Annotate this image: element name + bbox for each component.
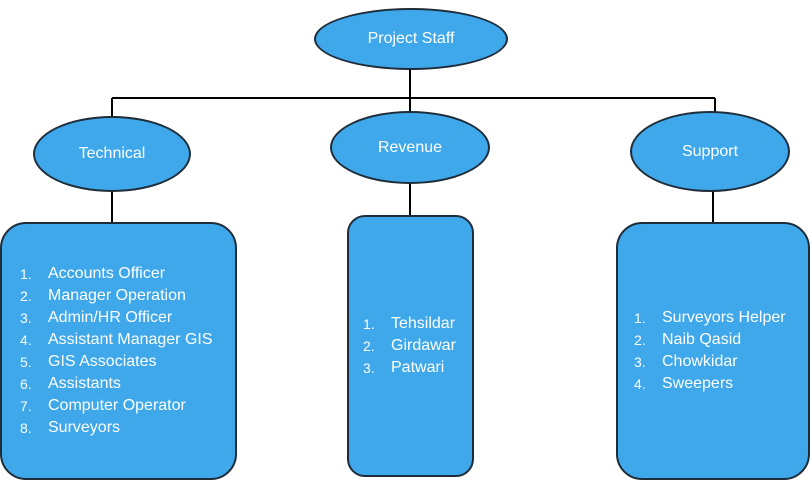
- list-item: 3.Chowkidar: [634, 353, 738, 370]
- revenue-list: 1.Tehsildar 2.Girdawar 3.Patwari: [363, 313, 456, 379]
- list-item: 8.Surveyors: [20, 419, 121, 436]
- list-item: 6.Assistants: [20, 375, 121, 392]
- list-item: 2.Manager Operation: [20, 287, 186, 304]
- category-label: Support: [681, 142, 739, 160]
- root-label: Project Staff: [367, 30, 455, 47]
- list-box-technical: 1.Accounts Officer 2.Manager Operation 3…: [0, 222, 237, 480]
- list-item: 4.Assistant Manager GIS: [20, 331, 213, 348]
- category-label: Revenue: [377, 138, 443, 156]
- category-technical: Technical: [33, 116, 191, 192]
- technical-list: 1.Accounts Officer 2.Manager Operation 3…: [20, 263, 213, 439]
- root-node: Project Staff: [314, 8, 508, 70]
- category-support: Support: [630, 111, 790, 192]
- category-revenue: Revenue: [330, 111, 490, 184]
- list-item: 1.Accounts Officer: [20, 265, 166, 282]
- list-item: 2.Naib Qasid: [634, 331, 742, 348]
- support-list: 1.Surveyors Helper 2.Naib Qasid 3.Chowki…: [634, 307, 786, 395]
- list-item: 7.Computer Operator: [20, 397, 186, 414]
- list-item: 4.Sweepers: [634, 375, 734, 392]
- category-label: Technical: [78, 145, 146, 162]
- list-item: 3.Admin/HR Officer: [20, 309, 173, 326]
- list-box-support: 1.Surveyors Helper 2.Naib Qasid 3.Chowki…: [616, 222, 810, 480]
- list-item: 1.Surveyors Helper: [634, 309, 786, 326]
- list-item: 5.GIS Associates: [20, 353, 157, 370]
- list-box-revenue: 1.Tehsildar 2.Girdawar 3.Patwari: [347, 215, 474, 477]
- list-item: 3.Patwari: [363, 359, 445, 376]
- list-item: 1.Tehsildar: [363, 315, 456, 332]
- list-item: 2.Girdawar: [363, 337, 456, 354]
